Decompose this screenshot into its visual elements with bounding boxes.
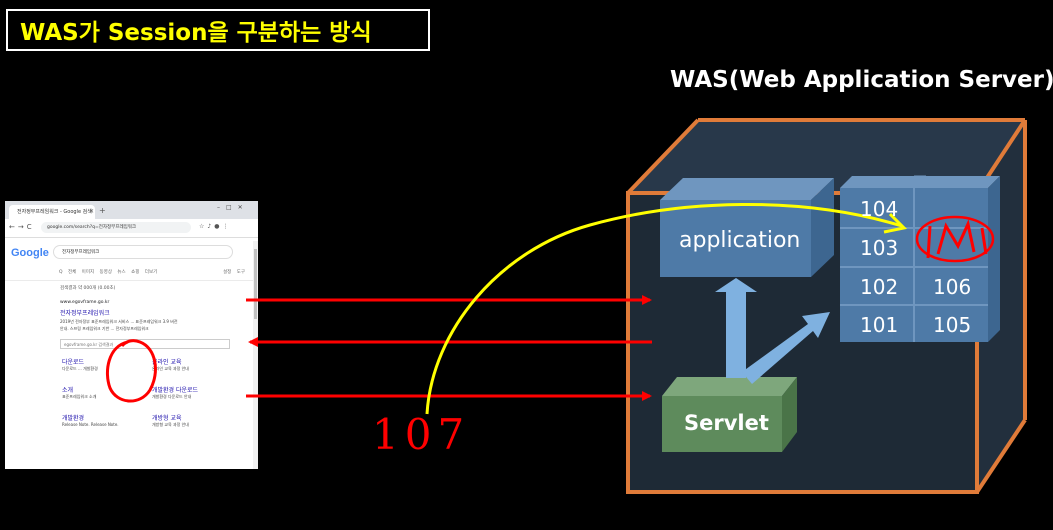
google-search-input[interactable]: 전자정부프레임워크 — [53, 245, 233, 259]
application-box — [660, 178, 834, 277]
session-id-105: 105 — [933, 313, 972, 337]
google-logo: Google — [11, 247, 49, 259]
scrollbar-thumb[interactable] — [254, 249, 257, 319]
handwritten-session-id: 107 — [372, 410, 471, 459]
browser-screenshot: 전자정부프레임워크 - Google 검색 ✕ + –□✕ ←→C google… — [5, 201, 258, 469]
was-edge — [626, 118, 700, 195]
search-tools[interactable]: 설정 도구 — [223, 270, 245, 275]
window-controls-icon[interactable]: –□✕ — [217, 204, 249, 211]
session-id-106: 106 — [933, 275, 972, 299]
was-edge — [975, 418, 1027, 494]
application-label: application — [679, 228, 801, 253]
red-scribble — [980, 227, 988, 255]
url-field[interactable]: google.com/search?q=전자정부프레임워크 — [41, 222, 191, 233]
session-id-104: 104 — [860, 197, 899, 221]
sublink-title[interactable]: 개발환경 — [62, 415, 85, 422]
red-scribble — [936, 219, 976, 255]
close-icon[interactable]: ✕ — [89, 208, 95, 215]
application-front — [660, 200, 811, 277]
session-id-101: 101 — [860, 313, 899, 337]
sublink-title[interactable]: 개방형 교육 — [152, 415, 182, 422]
result-stats: 검색결과 약 000개 (0.00초) — [60, 286, 116, 291]
arrow-up-blue — [715, 278, 757, 378]
result-desc: 2019년 전자정부 표준프레임워크 서비스 ... 표준프레임워크 3.9 버… — [60, 319, 178, 324]
scrollbar[interactable] — [253, 241, 258, 469]
yellow-arrowhead — [883, 212, 908, 234]
sublink-title[interactable]: 소개 — [62, 387, 74, 394]
result-title-link[interactable]: 전자정부프레임워크 — [60, 310, 110, 317]
servlet-front — [662, 396, 782, 452]
red-scribble — [926, 225, 932, 259]
sublink-title[interactable]: 개발환경 다운로드 — [152, 387, 199, 394]
browser-tab[interactable]: 전자정부프레임워크 - Google 검색 — [9, 205, 95, 219]
servlet-label: Servlet — [684, 411, 769, 435]
sublink-desc: Release Note. Release Note. — [62, 422, 119, 427]
session-top — [840, 176, 1000, 188]
sublink-desc: 온라인 교육 과정 안내 — [152, 366, 189, 371]
servlet-top — [662, 377, 797, 396]
slide-title: WAS가 Session을 구분하는 방식 — [20, 20, 372, 46]
sublink-desc: 표준프레임워크 소개 — [62, 394, 97, 399]
red-circle-annotation — [105, 339, 157, 403]
was-cube-top — [628, 120, 1025, 193]
sublink-title[interactable]: 다운로드 — [62, 359, 85, 366]
sublink-desc: 개방형 교육 과정 안내 — [152, 422, 189, 427]
sublink-desc: 개발환경 다운로드 안내 — [152, 394, 192, 399]
title-box — [6, 9, 430, 51]
sublink-desc: 다운로드 ... 개발환경 — [62, 366, 98, 371]
divider — [5, 280, 258, 281]
application-top — [660, 178, 834, 200]
site-search-input[interactable]: egovframe.go.kr 검색결과 — [60, 339, 230, 349]
session-id-103: 103 — [860, 236, 899, 260]
browser-tab-bar: 전자정부프레임워크 - Google 검색 ✕ + –□✕ — [5, 201, 258, 219]
navigation-icons[interactable]: ←→C — [9, 223, 35, 231]
result-site: www.egovframe.go.kr — [60, 300, 110, 305]
servlet-side — [782, 377, 797, 452]
plus-icon[interactable]: + — [99, 206, 106, 215]
red-scribble-circle — [915, 215, 995, 263]
search-tabs[interactable]: Q 전체 이미지 동영상 뉴스 쇼핑 더보기 — [59, 270, 158, 275]
result-desc: 안내. 스프링 프레임워크 기반 ... 전자정부프레임워크 — [60, 326, 149, 331]
toolbar-icons[interactable]: ☆♪●⋮ — [199, 223, 232, 230]
session-side — [988, 176, 1000, 342]
application-side — [811, 178, 834, 277]
was-label: WAS(Web Application Server) — [670, 67, 1053, 93]
arrow-diagonal-blue — [742, 312, 830, 384]
servlet-box — [662, 377, 797, 452]
sublink-title[interactable]: 온라인 교육 — [152, 359, 182, 366]
yellow-curve — [425, 203, 903, 415]
session-id-102: 102 — [860, 275, 899, 299]
session-store — [840, 175, 1000, 342]
browser-address-bar: ←→C google.com/search?q=전자정부프레임워크 ☆♪●⋮ — [5, 219, 258, 238]
